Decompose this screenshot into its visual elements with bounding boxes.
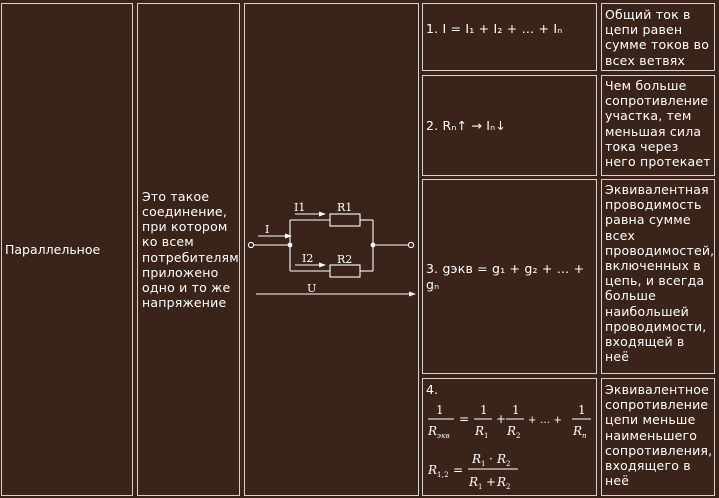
output-terminal [407,241,415,249]
formula-4-number: 4. [426,382,439,397]
label-current-1: I1 [294,201,305,214]
f4-num-n: 1 [578,403,586,417]
f4-eq-1: = [459,412,469,426]
label-resistor-1: R1 [337,201,352,214]
f4-prod-dot: · [489,452,493,466]
formula-cell-2: 2. Rₙ↑ → Iₙ↓ [422,75,597,176]
description-cell-3: Эквивалентная проводимость равна сумме в… [601,179,715,374]
f4-sum-plus: + [486,475,496,489]
left-node-dot [287,242,293,248]
f4-sum-r2-sub: 2 [506,483,511,491]
formula-1: 1. I = I₁ + I₂ + … + Iₙ [426,21,563,36]
f4-sum-r2: R [496,475,506,489]
f4-prod-r2-sub: 2 [506,460,511,468]
formula-cell-3: 3. gэкв = g₁ + g₂ + … + gₙ [422,179,597,374]
connection-type-label: Параллельное [5,242,101,257]
f4-r12-sub: 1,2 [437,471,449,479]
label-current-2: I2 [302,252,313,265]
circuit-cell: I I1 R1 I2 R2 U [244,3,419,496]
definition-text: Это такое соединение, при котором ко все… [142,188,239,311]
f4-r12: R [427,463,437,477]
f4-plus-1: + [496,412,506,426]
description-1: Общий ток в цепи равен сумме токов во вс… [605,7,710,68]
f4-den-n: R [572,424,582,438]
label-voltage: U [307,282,316,295]
right-node-dot [370,242,376,248]
f4-den-1: R [474,424,484,438]
f4-sum-r1: R [468,475,478,489]
f4-prod-r1-sub: 1 [481,460,486,468]
description-cell-1: Общий ток в цепи равен сумме токов во вс… [601,3,715,71]
f4-num-2: 1 [512,403,520,417]
formula-cell-4: 4. 1 R экв = 1 R 1 + 1 R 2 + … + 1 R n R… [422,378,597,496]
arrowhead-1 [319,211,326,217]
formula-3: 3. gэкв = g₁ + g₂ + … + gₙ [426,261,585,292]
arrowhead-main [285,233,292,239]
f4-num-1: 1 [480,403,488,417]
f4-dots: + … + [528,415,562,426]
description-2: Чем больше сопротивление участка, тем ме… [605,78,711,170]
input-terminal [247,241,255,249]
formula-4-equations: 1 R экв = 1 R 1 + 1 R 2 + … + 1 R n R 1,… [427,403,591,491]
parallel-circuit-diagram: I I1 R1 I2 R2 U [247,201,416,297]
f4-prod-r1: R [471,452,481,466]
f4-den-1-sub: 1 [484,432,489,440]
description-3: Эквивалентная проводимость равна сумме в… [605,182,715,365]
resistor-r1 [329,213,361,227]
f4-eq-2: = [453,463,463,477]
formula-2: 2. Rₙ↑ → Iₙ↓ [426,117,507,133]
formula-cell-1: 1. I = I₁ + I₂ + … + Iₙ [422,3,597,71]
connection-type-cell: Параллельное [1,3,133,496]
label-current-main: I [265,223,269,236]
arrowhead-voltage [409,291,416,297]
description-4: Эквивалентное сопротивление цепи меньше … [605,382,713,489]
f4-prod-r2: R [496,452,506,466]
arrowhead-2 [319,262,326,268]
label-resistor-2: R2 [337,253,352,266]
description-cell-2: Чем больше сопротивление участка, тем ме… [601,75,715,176]
f4-den-lhs-sub: экв [437,432,450,440]
f4-den-2-sub: 2 [516,432,521,440]
definition-cell: Это такое соединение, при котором ко все… [137,3,240,496]
description-cell-4: Эквивалентное сопротивление цепи меньше … [601,378,715,496]
f4-sum-r1-sub: 1 [478,483,483,491]
f4-den-2: R [506,424,516,438]
f4-den-lhs: R [427,424,437,438]
resistor-r2 [329,264,361,278]
f4-den-n-sub: n [582,432,587,440]
f4-num-lhs: 1 [436,403,444,417]
